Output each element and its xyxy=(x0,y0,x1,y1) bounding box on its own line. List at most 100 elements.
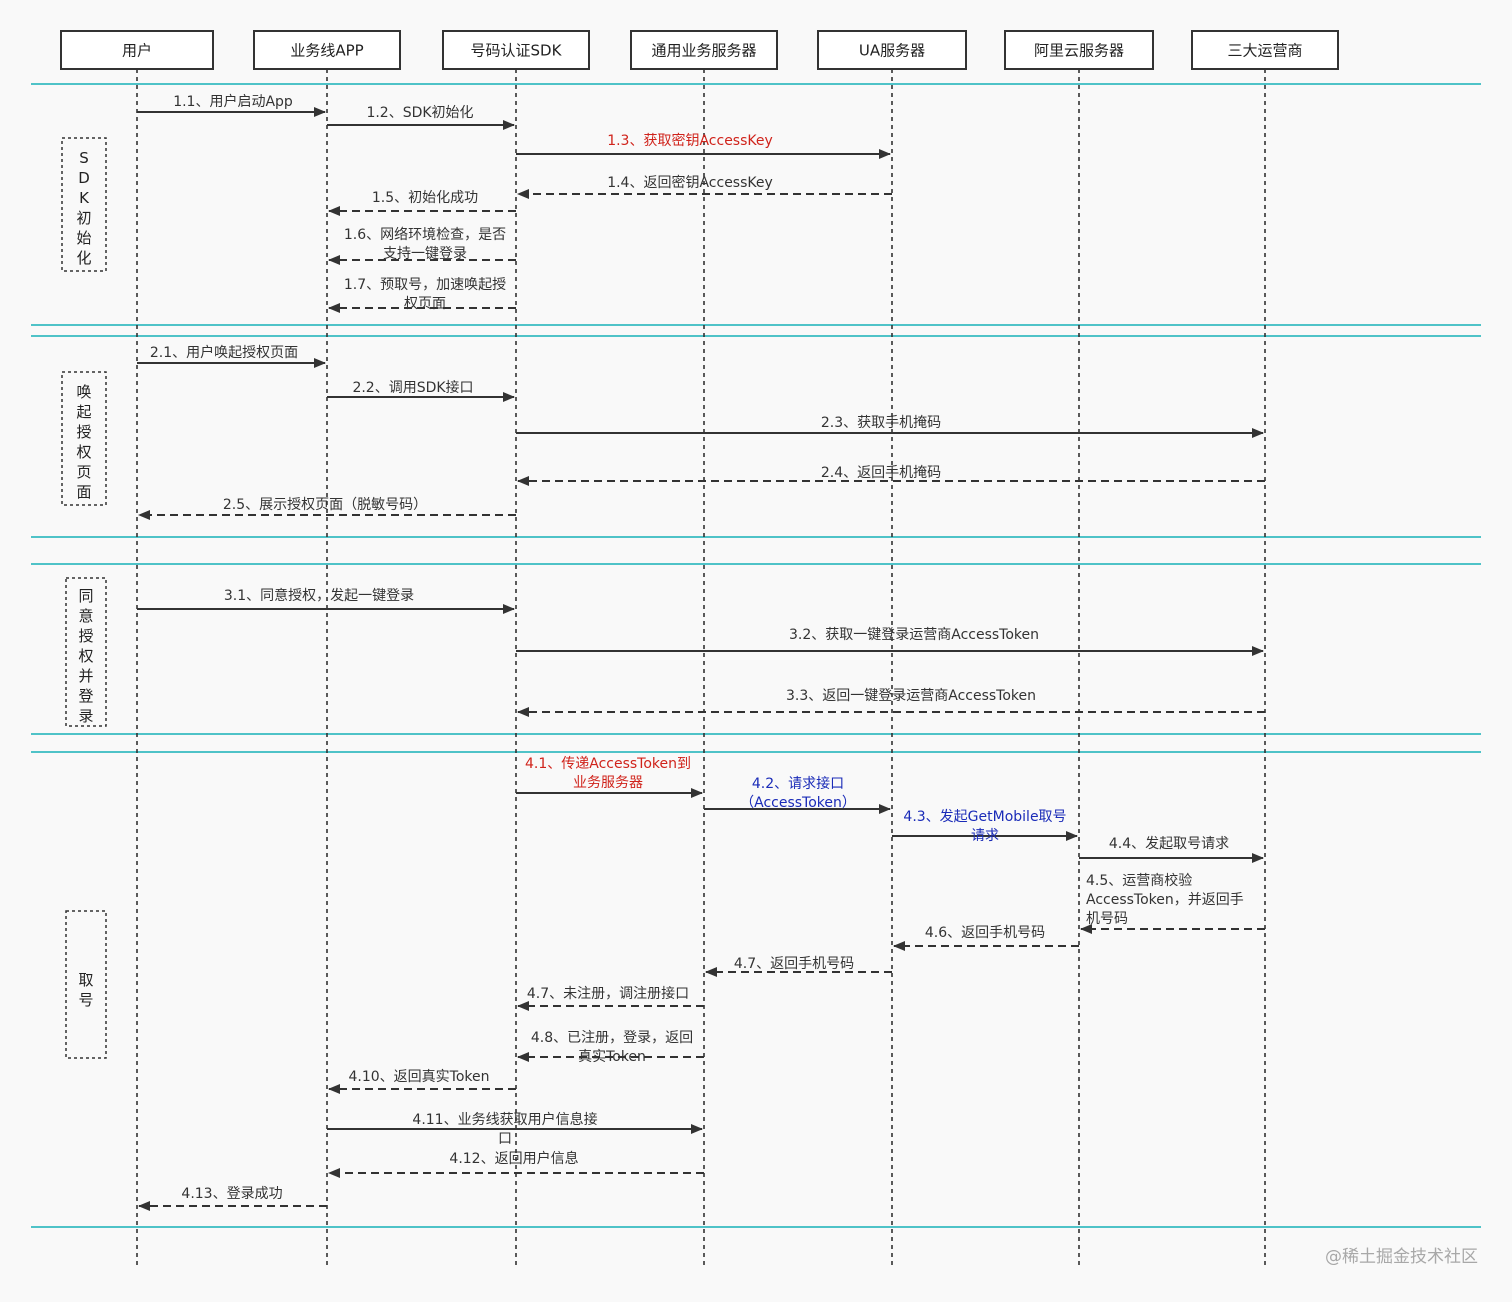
message-label: 1.6、网络环境检查，是否 xyxy=(344,227,506,243)
actor-label: 三大运营商 xyxy=(1227,42,1302,60)
phase-label: 号 xyxy=(78,991,93,1009)
actor-box: UA服务器 xyxy=(817,30,967,70)
phase-label: 面 xyxy=(76,483,91,501)
message: 1.3、获取密钥AccessKey xyxy=(516,132,891,159)
message-label: 2.2、调用SDK接口 xyxy=(352,379,473,396)
phase-label: S xyxy=(79,149,89,167)
actor-box: 用户 xyxy=(60,30,214,70)
message: 4.13、登录成功 xyxy=(138,1186,327,1211)
message-label: 3.2、获取一键登录运营商AccessToken xyxy=(789,627,1039,643)
message-label: 4.13、登录成功 xyxy=(181,1186,282,1202)
message: 4.2、请求接口 （AccessToken） xyxy=(704,775,891,814)
phase-label: 页 xyxy=(76,463,91,481)
message-label: 4.7、返回手机号码 xyxy=(734,956,854,972)
message-label: 支持一键登录 xyxy=(383,246,467,262)
message-label: 4.7、未注册，调注册接口 xyxy=(527,985,689,1002)
message: 1.2、SDK初始化 xyxy=(327,104,515,130)
actor-label: 业务线APP xyxy=(290,42,363,60)
actor-box: 通用业务服务器 xyxy=(630,30,778,70)
phase-box: 唤起授权页面 xyxy=(61,371,107,506)
phase-label: D xyxy=(78,169,90,187)
actor-label: 阿里云服务器 xyxy=(1034,42,1124,60)
message-label: 4.2、请求接口 xyxy=(752,775,844,792)
phase-label: 权 xyxy=(78,647,93,665)
phase-label: 化 xyxy=(76,249,91,267)
phase-label: 意 xyxy=(78,607,93,625)
message-label: AccessToken，并返回手 xyxy=(1086,892,1244,908)
message-label: （AccessToken） xyxy=(740,795,856,811)
message: 4.6、返回手机号码 xyxy=(893,925,1079,951)
watermark: @稀土掘金技术社区 xyxy=(1325,1247,1478,1267)
message: 2.1、用户唤起授权页面 xyxy=(137,344,326,368)
message-label: 4.8、已注册，登录，返回 xyxy=(531,1030,693,1046)
actor-box: 号码认证SDK xyxy=(442,30,590,70)
message-label: 4.3、发起GetMobile取号 xyxy=(903,809,1066,825)
phase-box: 取号 xyxy=(65,910,107,1059)
message-label: 口 xyxy=(498,1131,512,1147)
message: 1.1、用户启动App xyxy=(137,93,326,117)
phase-label: 录 xyxy=(78,707,93,725)
message: 4.8、已注册，登录，返回真实Token xyxy=(517,1030,704,1065)
message-label: 1.2、SDK初始化 xyxy=(366,104,473,121)
phase-label: 授 xyxy=(78,627,93,645)
message: 1.5、初始化成功 xyxy=(328,189,516,216)
phase-label: 同 xyxy=(78,587,93,605)
message-label: 权页面 xyxy=(404,296,446,312)
message-label: 请求 xyxy=(971,828,999,844)
message-label: 机号码 xyxy=(1086,911,1128,927)
message: 1.4、返回密钥AccessKey xyxy=(517,174,892,199)
message: 4.10、返回真实Token xyxy=(328,1069,516,1094)
message-label: 1.1、用户启动App xyxy=(173,93,293,110)
actor-label: 通用业务服务器 xyxy=(651,42,756,60)
phase-label: 起 xyxy=(76,403,91,421)
message-label: 3.1、同意授权，发起一键登录 xyxy=(224,587,414,604)
message-label: 1.3、获取密钥AccessKey xyxy=(607,132,773,149)
message: 3.1、同意授权，发起一键登录 xyxy=(137,587,515,614)
message: 2.4、返回手机掩码 xyxy=(517,465,1265,486)
phase-label: K xyxy=(79,189,90,207)
message-label: 4.11、业务线获取用户信息接 xyxy=(412,1111,597,1128)
message-label: 4.10、返回真实Token xyxy=(348,1069,489,1085)
message: 2.5、展示授权页面（脱敏号码） xyxy=(138,497,516,520)
message-label: 业务服务器 xyxy=(573,775,643,791)
message: 3.3、返回一键登录运营商AccessToken xyxy=(517,688,1265,717)
message-label: 1.5、初始化成功 xyxy=(372,189,478,206)
actor-label: 号码认证SDK xyxy=(471,42,563,60)
message: 3.2、获取一键登录运营商AccessToken xyxy=(516,627,1264,656)
message-label: 2.4、返回手机掩码 xyxy=(821,465,941,481)
message-label: 4.5、运营商校验 xyxy=(1086,872,1192,889)
phase-label: 登 xyxy=(78,687,93,705)
message-label: 2.5、展示授权页面（脱敏号码） xyxy=(223,497,427,513)
phase-box: SDK初始化 xyxy=(61,137,107,272)
message: 4.12、返回用户信息 xyxy=(328,1150,704,1178)
phase-label: 初 xyxy=(76,209,91,227)
message-label: 4.4、发起取号请求 xyxy=(1109,836,1229,852)
message-label: 4.12、返回用户信息 xyxy=(449,1150,578,1167)
message-label: 3.3、返回一键登录运营商AccessToken xyxy=(786,688,1036,704)
message-label: 4.6、返回手机号码 xyxy=(925,925,1045,941)
actor-box: 阿里云服务器 xyxy=(1004,30,1154,70)
message: 2.2、调用SDK接口 xyxy=(327,379,515,402)
actor-box: 三大运营商 xyxy=(1191,30,1339,70)
message-label: 2.3、获取手机掩码 xyxy=(821,415,941,431)
phase-label: 唤 xyxy=(76,383,91,401)
phase-label: 权 xyxy=(76,443,91,461)
phase-label: 取 xyxy=(78,971,93,989)
actor-label: UA服务器 xyxy=(859,42,925,60)
message: 4.4、发起取号请求 xyxy=(1079,836,1264,863)
message: 2.3、获取手机掩码 xyxy=(516,415,1264,438)
phase-label: 并 xyxy=(78,667,93,685)
actor-box: 业务线APP xyxy=(253,30,401,70)
message-label: 4.1、传递AccessToken到 xyxy=(525,756,691,772)
message: 4.7、返回手机号码 xyxy=(705,956,892,977)
message-label: 1.4、返回密钥AccessKey xyxy=(607,174,773,191)
message-label: 2.1、用户唤起授权页面 xyxy=(150,344,298,361)
